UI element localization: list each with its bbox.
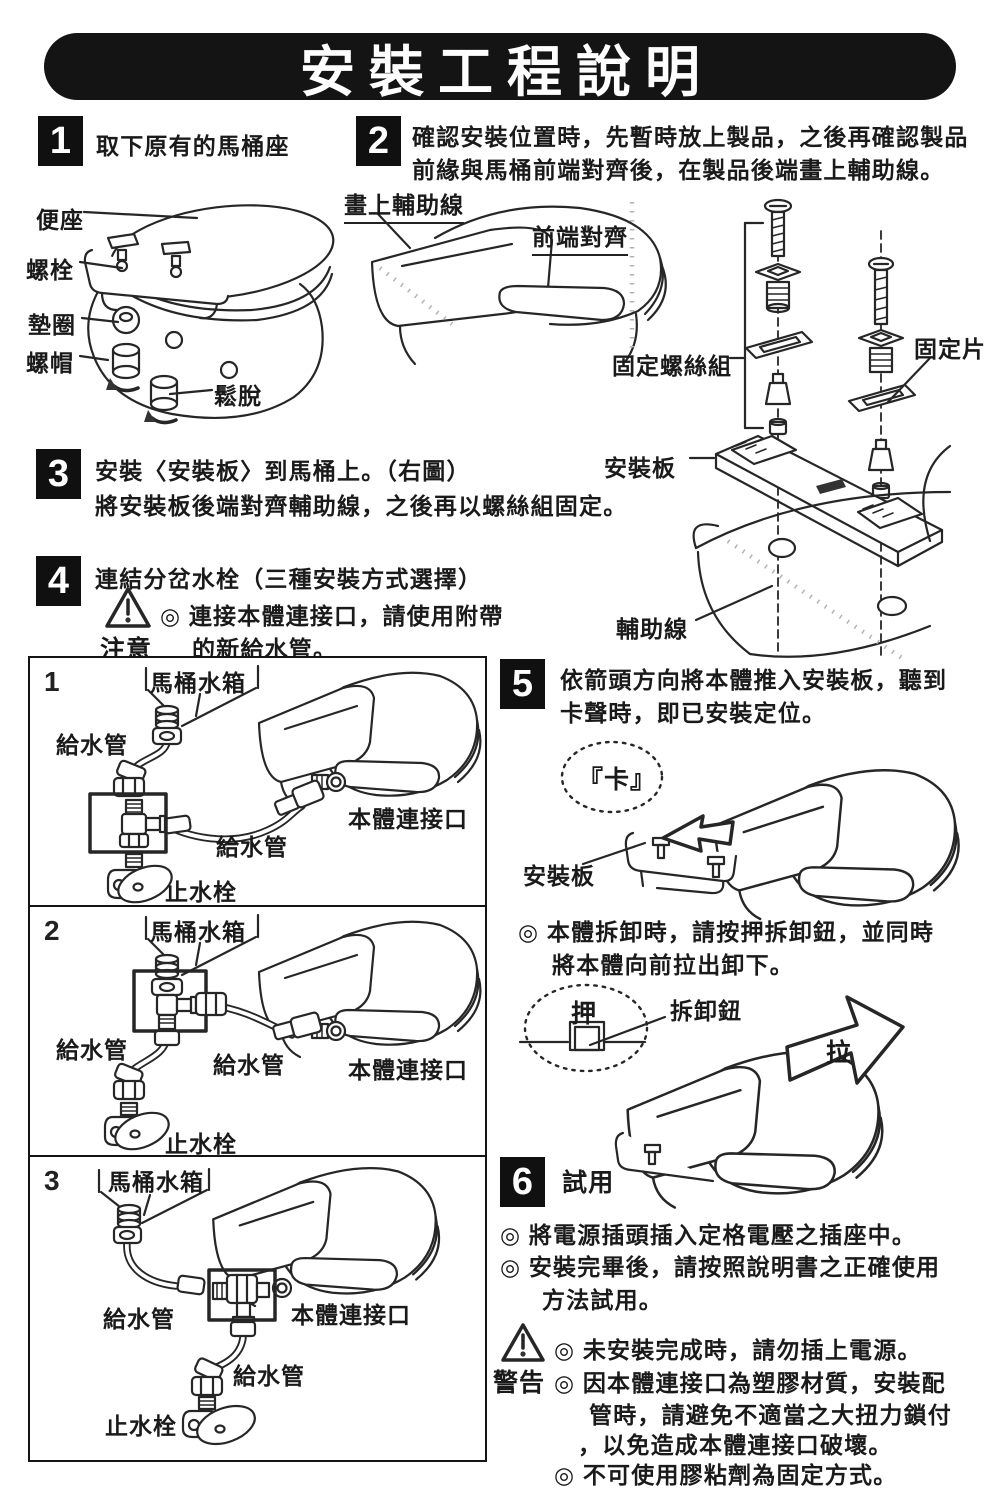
warning-triangle-icon bbox=[501, 1323, 545, 1362]
step5-line1: 依箭頭方向將本體推入安裝板，聽到 bbox=[560, 667, 948, 693]
option2-box: 2 bbox=[28, 905, 487, 1159]
caution-triangle-icon bbox=[105, 587, 151, 628]
warning-bullet1: ◎ 未安裝完成時，請勿插上電源。 bbox=[554, 1337, 922, 1363]
loosen-label: 鬆脫 bbox=[214, 383, 262, 409]
option1-tank-label: 馬桶水箱 bbox=[150, 670, 246, 696]
step5-note1: ◎ 本體拆卸時，請按押拆卸鈕，並同時 bbox=[518, 919, 935, 945]
step3-line1: 安裝〈安裝板〉到馬桶上。（右圖） bbox=[95, 458, 471, 484]
step3-line2: 將安裝板後端對齊輔助線，之後再以螺絲組固定。 bbox=[95, 493, 628, 519]
front-align-label: 前端對齊 bbox=[532, 218, 628, 256]
snap-sound-label: 『卡』 bbox=[578, 766, 657, 794]
option3-box: 3 bbox=[28, 1155, 487, 1462]
screw-set-label: 固定螺絲組 bbox=[612, 353, 732, 379]
step3-number: 3 bbox=[36, 449, 81, 499]
step2-toilet-illustration bbox=[370, 202, 667, 366]
aux-line-label: 輔助線 bbox=[616, 616, 688, 642]
option2-port-label: 本體連接口 bbox=[348, 1057, 468, 1083]
option3-port-label: 本體連接口 bbox=[291, 1302, 411, 1328]
step2-number: 2 bbox=[356, 116, 401, 166]
step5-number: 5 bbox=[500, 659, 545, 709]
seat-label: 便座 bbox=[36, 207, 84, 233]
washer-label: 墊圈 bbox=[28, 312, 76, 338]
option1-hose1-label: 給水管 bbox=[56, 732, 128, 758]
pull-label: 拉 bbox=[826, 1039, 853, 1067]
mount-plate-label: 安裝板 bbox=[604, 455, 676, 481]
option2-stop-label: 止水栓 bbox=[165, 1131, 237, 1157]
warning-bullet3: ◎ 不可使用膠粘劑為固定方式。 bbox=[554, 1462, 898, 1488]
step5-plate-label: 安裝板 bbox=[523, 863, 595, 889]
push-label: 押 bbox=[571, 1000, 598, 1028]
option1-number: 1 bbox=[44, 666, 60, 697]
release-button-label: 拆卸鈕 bbox=[670, 998, 742, 1024]
bolt-label: 螺栓 bbox=[26, 257, 74, 283]
option2-tank-label: 馬桶水箱 bbox=[150, 919, 246, 945]
step5-push-illustration bbox=[560, 740, 960, 921]
fix-piece-label: 固定片 bbox=[914, 336, 986, 362]
option1-illustration bbox=[88, 664, 482, 904]
warning-bullet2-line3: ，以免造成本體連接口破壞。 bbox=[578, 1432, 893, 1458]
nut-label: 螺帽 bbox=[26, 350, 74, 376]
warning-bullet2-line2: 管時，請避免不適當之大扭力鎖付 bbox=[589, 1402, 952, 1428]
step5-line2: 卡聲時，即已安裝定位。 bbox=[560, 700, 827, 726]
option2-illustration bbox=[103, 913, 482, 1151]
warning-label: 警告 bbox=[493, 1369, 546, 1397]
option3-tank-label: 馬桶水箱 bbox=[108, 1169, 204, 1195]
step4-note1: ◎ 連接本體連接口，請使用附帶 bbox=[160, 603, 504, 629]
option1-port-label: 本體連接口 bbox=[348, 806, 468, 832]
option1-stop-label: 止水栓 bbox=[165, 879, 237, 905]
step6-bullet2-line1: ◎ 安裝完畢後，請按照說明書之正確使用 bbox=[500, 1254, 941, 1280]
step6-bullet1: ◎ 將電源插頭插入定格電壓之插座中。 bbox=[500, 1222, 917, 1248]
option2-number: 2 bbox=[44, 915, 60, 946]
draw-aux-line-label: 畫上輔助線 bbox=[344, 186, 464, 224]
step6-title: 試用 bbox=[562, 1169, 615, 1197]
step2-line1: 確認安裝位置時，先暫時放上製品，之後再確認製品 bbox=[412, 124, 969, 150]
option3-hose1-label: 給水管 bbox=[103, 1306, 175, 1332]
step5-remove-illustration bbox=[518, 983, 905, 1209]
option2-hose1-label: 給水管 bbox=[56, 1037, 128, 1063]
option1-hose2-label: 給水管 bbox=[216, 834, 288, 860]
option3-stop-label: 止水栓 bbox=[105, 1413, 177, 1439]
step1-toilet-illustration bbox=[78, 204, 335, 425]
hardware-exploded-illustration bbox=[688, 198, 952, 661]
option1-box: 1 bbox=[28, 656, 487, 909]
option3-hose2-label: 給水管 bbox=[233, 1363, 305, 1389]
warning-bullet2-line1: ◎ 因本體連接口為塑膠材質，安裝配 bbox=[554, 1370, 946, 1396]
step6-number: 6 bbox=[500, 1157, 545, 1207]
step4-number: 4 bbox=[36, 556, 81, 606]
option3-illustration bbox=[97, 1166, 441, 1446]
step1-number: 1 bbox=[38, 116, 83, 166]
step5-note2: 將本體向前拉出卸下。 bbox=[552, 952, 794, 978]
option3-number: 3 bbox=[44, 1165, 60, 1196]
step2-line2: 前緣與馬桶前端對齊後，在製品後端畫上輔助線。 bbox=[412, 157, 945, 183]
step1-title: 取下原有的馬桶座 bbox=[96, 133, 290, 159]
option2-hose2-label: 給水管 bbox=[213, 1052, 285, 1078]
step6-bullet2-line2: 方法試用。 bbox=[542, 1287, 663, 1313]
step4-title: 連結分岔水栓（三種安裝方式選擇） bbox=[95, 566, 483, 592]
page-title: 安裝工程說明 bbox=[44, 33, 956, 103]
